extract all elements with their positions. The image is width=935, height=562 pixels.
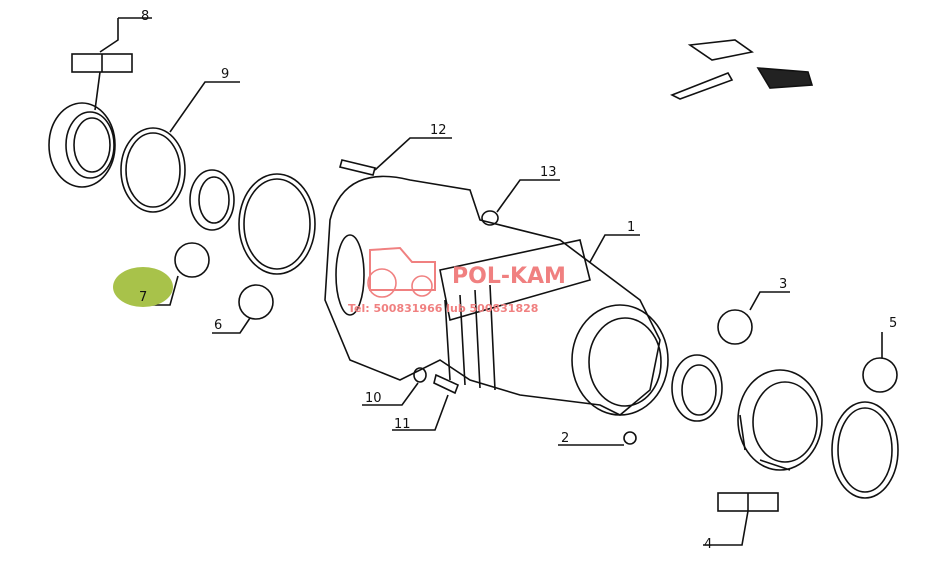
part-3-ring [671, 291, 790, 422]
callout-11: 11 [394, 417, 411, 432]
part-11-bolt [392, 373, 460, 431]
callout-12: 12 [430, 123, 447, 138]
callout-9: 9 [221, 67, 229, 82]
watermark-logo: POL-KAM Tel: 500831966 lub 500831828 [348, 246, 566, 315]
part-13-plug [481, 179, 560, 226]
callout-1: 1 [627, 220, 635, 235]
orientation-arrows-icon [670, 39, 814, 100]
part-9-o-ring [120, 81, 240, 213]
callout-8: 8 [141, 9, 149, 24]
part-1-axle-housing [324, 175, 669, 416]
part-12-stud [339, 137, 452, 176]
part-6-o-ring [212, 173, 316, 334]
part-7-ring [136, 169, 235, 306]
highlight-marker [113, 267, 173, 307]
callout-3: 3 [779, 277, 787, 292]
part-2-screw [558, 431, 637, 446]
part-4-bearing [703, 369, 823, 546]
watermark-phone: Tel: 500831966 lub 500831828 [348, 302, 538, 315]
part-5-ring [831, 332, 899, 499]
callout-13: 13 [540, 165, 557, 180]
callout-2: 2 [561, 431, 569, 446]
callout-5: 5 [889, 316, 897, 331]
callout-4: 4 [704, 537, 712, 552]
callout-10: 10 [365, 391, 382, 406]
watermark-brand: POL-KAM [452, 264, 566, 289]
callout-7: 7 [139, 290, 147, 305]
part-8-bearing-seal [48, 17, 152, 188]
callout-6: 6 [214, 318, 222, 333]
part-10-washer [362, 367, 427, 406]
